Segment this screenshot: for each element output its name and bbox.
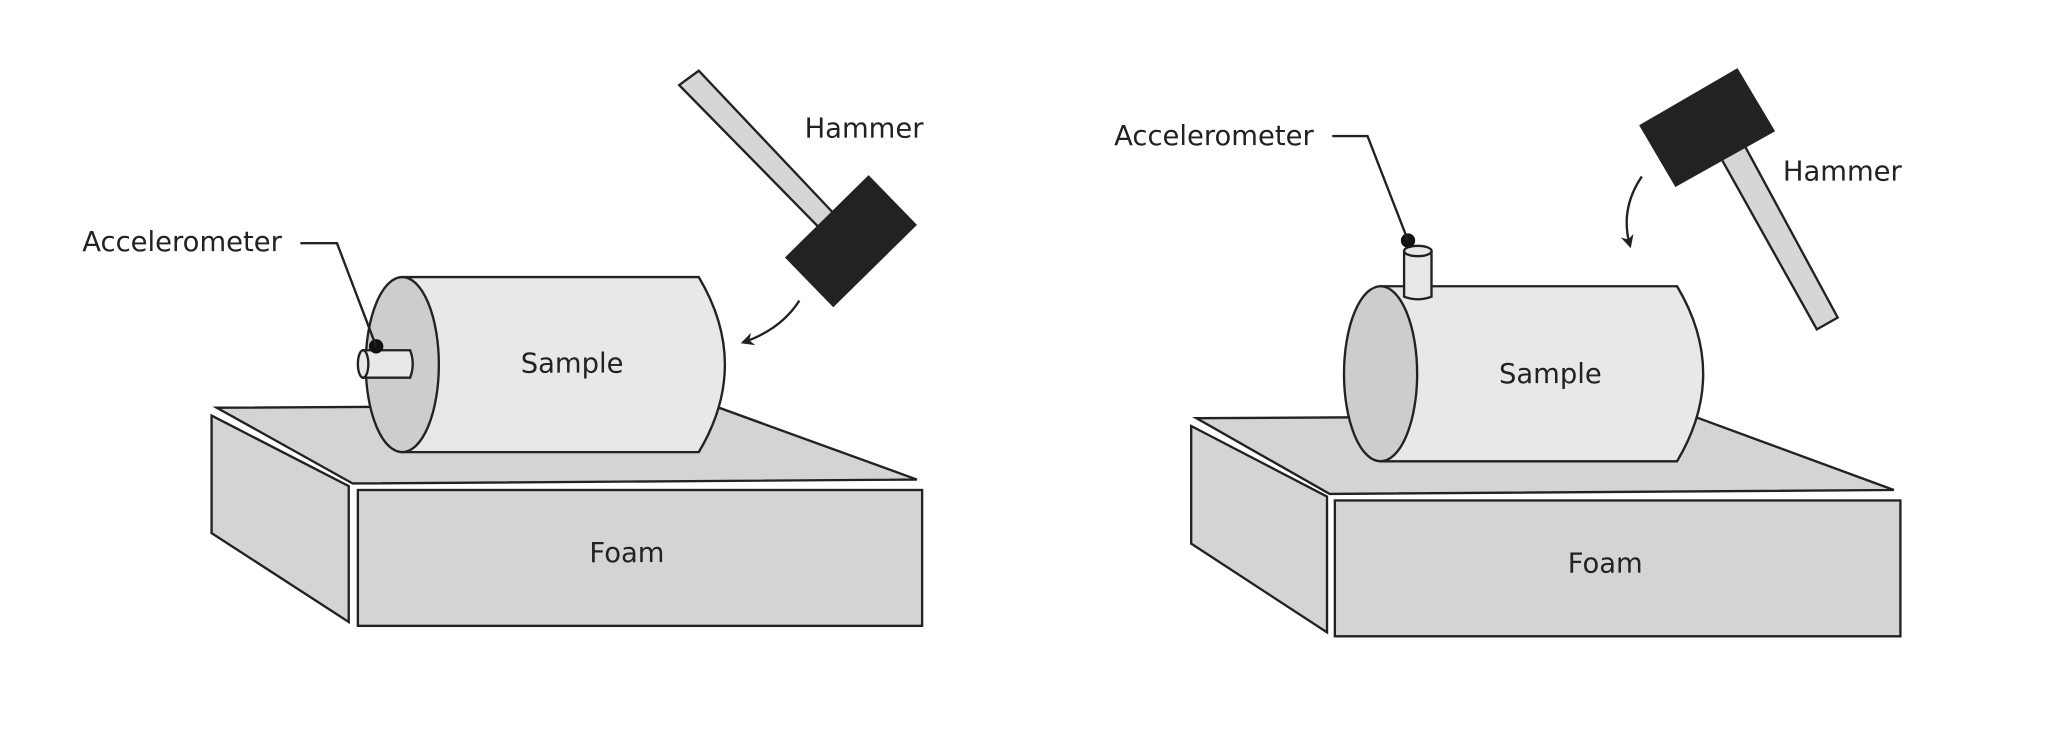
- sample-cylinder: Sample: [1342, 285, 1705, 463]
- sample-label: Sample: [521, 348, 624, 379]
- swing-arrow: [1620, 175, 1643, 249]
- axial-test-setup: Foam Sample Accelerometer Hammer: [82, 69, 925, 628]
- sample-label: Sample: [1499, 359, 1602, 390]
- foam-label: Foam: [1568, 548, 1643, 579]
- foam-block: Foam: [1190, 414, 1902, 638]
- radial-test-setup: Foam Sample Accelerometer Hammer: [1114, 68, 1903, 638]
- hammer-label: Hammer: [805, 113, 925, 144]
- foam-label: Foam: [589, 538, 664, 569]
- hammer: Hammer: [1620, 68, 1903, 331]
- swing-arrow: [740, 299, 801, 346]
- accelerometer-label: Accelerometer: [1114, 121, 1314, 152]
- accelerometer: Accelerometer: [82, 227, 414, 379]
- accelerometer: Accelerometer: [1114, 121, 1433, 301]
- accelerometer-label: Accelerometer: [82, 227, 282, 258]
- sample-cylinder: Sample: [364, 275, 727, 454]
- hammer: Hammer: [677, 69, 925, 346]
- hammer-label: Hammer: [1783, 156, 1903, 187]
